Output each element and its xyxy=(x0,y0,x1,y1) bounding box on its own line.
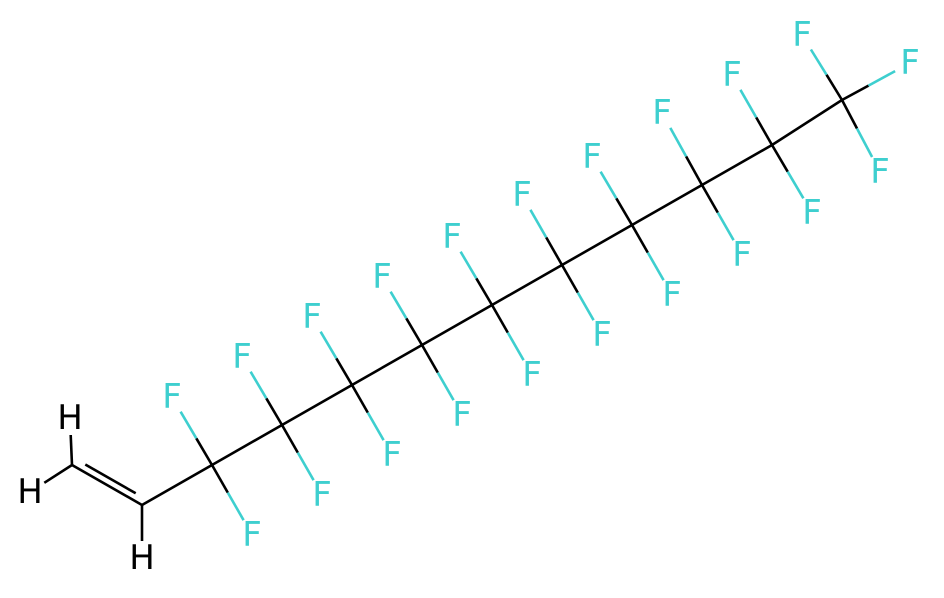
bond-c7-f9-half-b xyxy=(459,251,478,279)
atom-label-f13: F xyxy=(582,137,602,177)
bond-c12-f21-half-a xyxy=(840,99,859,130)
bond-c7-f9-half-a xyxy=(475,277,494,306)
atom-label-f10: F xyxy=(522,355,542,395)
atom-label-f12: F xyxy=(592,315,612,355)
atom-label-f2: F xyxy=(242,515,262,555)
atom-label-h1: H xyxy=(57,398,83,438)
atom-label-f4: F xyxy=(312,475,332,515)
bond-c11-f18-half-a xyxy=(770,144,789,173)
bond-c11-c12 xyxy=(771,98,843,147)
bond-c11-f18-half-b xyxy=(786,171,805,199)
bond-c7-c8 xyxy=(491,263,563,307)
bond-c3-f1-half-a xyxy=(195,437,214,466)
bond-c12-f19-half-b xyxy=(809,48,828,76)
bond-c4-c5 xyxy=(281,383,353,427)
bond-c2-c3 xyxy=(141,463,213,507)
bond-c10-f15-half-a xyxy=(684,155,704,186)
bond-c8-f11-half-b xyxy=(529,209,548,239)
bond-c6-f7-half-a xyxy=(405,317,424,346)
bonds-layer xyxy=(43,48,896,541)
atom-label-f6: F xyxy=(382,435,402,475)
atom-label-f15: F xyxy=(652,93,672,133)
bond-c1-c2 xyxy=(71,463,143,507)
bond-c7-f10-half-b xyxy=(506,331,525,361)
bond-c10-c11 xyxy=(701,143,773,187)
bond-c5-f5-half-b xyxy=(319,331,338,359)
bond-c8-f12-half-b xyxy=(576,291,595,321)
bond-c5-f6-half-a xyxy=(350,384,369,414)
bond-c12-f20-half-b xyxy=(867,69,896,87)
atom-label-f20: F xyxy=(900,43,920,83)
bond-c5-f6-half-b xyxy=(366,411,385,441)
bond-c3-f1-half-b xyxy=(179,411,198,439)
bond-c4-f3-half-b xyxy=(249,371,268,399)
bond-c3-c4 xyxy=(211,423,283,467)
bond-c8-f11-half-a xyxy=(545,236,564,266)
bond-c9-f14-half-a xyxy=(630,224,649,254)
bond-c9-f14-half-b xyxy=(646,251,665,281)
bond-c8-f12-half-a xyxy=(560,264,579,294)
bond-c3-f2-half-a xyxy=(210,464,229,494)
bond-c9-f13-half-a xyxy=(615,197,634,226)
atom-label-f17: F xyxy=(722,55,742,95)
bond-c5-f5-half-a xyxy=(335,357,354,386)
bond-c10-f16-half-a xyxy=(700,184,719,214)
bond-c3-f2-half-b xyxy=(226,491,245,521)
bond-c6-f8-half-b xyxy=(436,371,455,401)
atom-label-f3: F xyxy=(232,337,252,377)
bond-c6-c7 xyxy=(421,303,493,347)
atom-label-f18: F xyxy=(802,193,822,233)
bond-c12-f21-half-b xyxy=(855,127,874,158)
bond-c9-f13-half-b xyxy=(599,171,618,199)
bond-c4-f3-half-a xyxy=(265,397,284,426)
atom-label-f5: F xyxy=(302,297,322,337)
bond-c6-f7-half-b xyxy=(389,291,408,319)
atom-label-f8: F xyxy=(452,395,472,435)
bond-c10-f15-half-b xyxy=(669,127,688,158)
bond-c1-c2-double xyxy=(84,463,137,495)
bond-c9-c10 xyxy=(631,183,703,227)
atom-label-f9: F xyxy=(442,217,462,257)
bond-c12-f20-half-a xyxy=(841,84,870,102)
atom-label-f11: F xyxy=(512,175,532,215)
bond-c7-f10-half-a xyxy=(490,304,509,334)
atom-label-f19: F xyxy=(792,15,812,55)
bond-c6-f8-half-a xyxy=(420,344,439,374)
atom-label-h2: H xyxy=(17,472,43,512)
atom-label-f1: F xyxy=(162,377,182,417)
bond-c5-c6 xyxy=(351,343,423,387)
bond-c4-f4-half-a xyxy=(280,424,299,454)
atom-label-f14: F xyxy=(662,275,682,315)
bond-c11-f17-half-b xyxy=(739,89,758,119)
atom-label-f21: F xyxy=(870,152,890,192)
atom-label-f7: F xyxy=(372,257,392,297)
bond-c12-f19-half-a xyxy=(825,74,844,101)
bond-c1-h1 xyxy=(69,434,74,466)
atom-label-h3: H xyxy=(129,538,155,578)
bond-c1-h2 xyxy=(43,463,73,484)
bond-c10-f16-half-b xyxy=(716,211,735,241)
bond-c11-f17-half-a xyxy=(755,116,774,146)
bond-c8-c9 xyxy=(561,223,633,267)
atom-label-f16: F xyxy=(732,235,752,275)
bond-c4-f4-half-b xyxy=(296,451,315,481)
